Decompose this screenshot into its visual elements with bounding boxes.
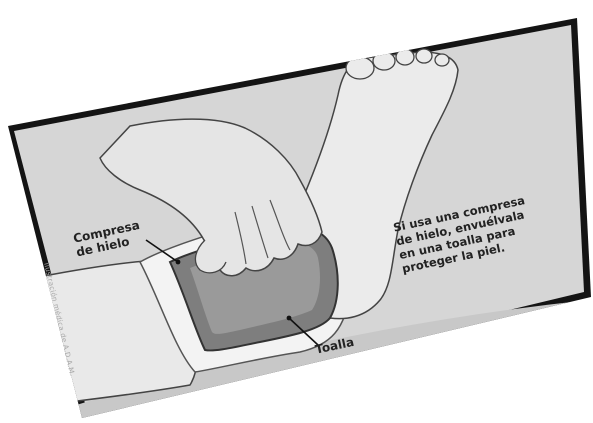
towel-pointer xyxy=(287,316,292,321)
toe xyxy=(416,49,432,63)
toe xyxy=(373,52,395,70)
toe xyxy=(396,49,414,65)
compress-pointer xyxy=(176,260,181,265)
toe xyxy=(435,54,449,66)
toe xyxy=(346,57,374,79)
